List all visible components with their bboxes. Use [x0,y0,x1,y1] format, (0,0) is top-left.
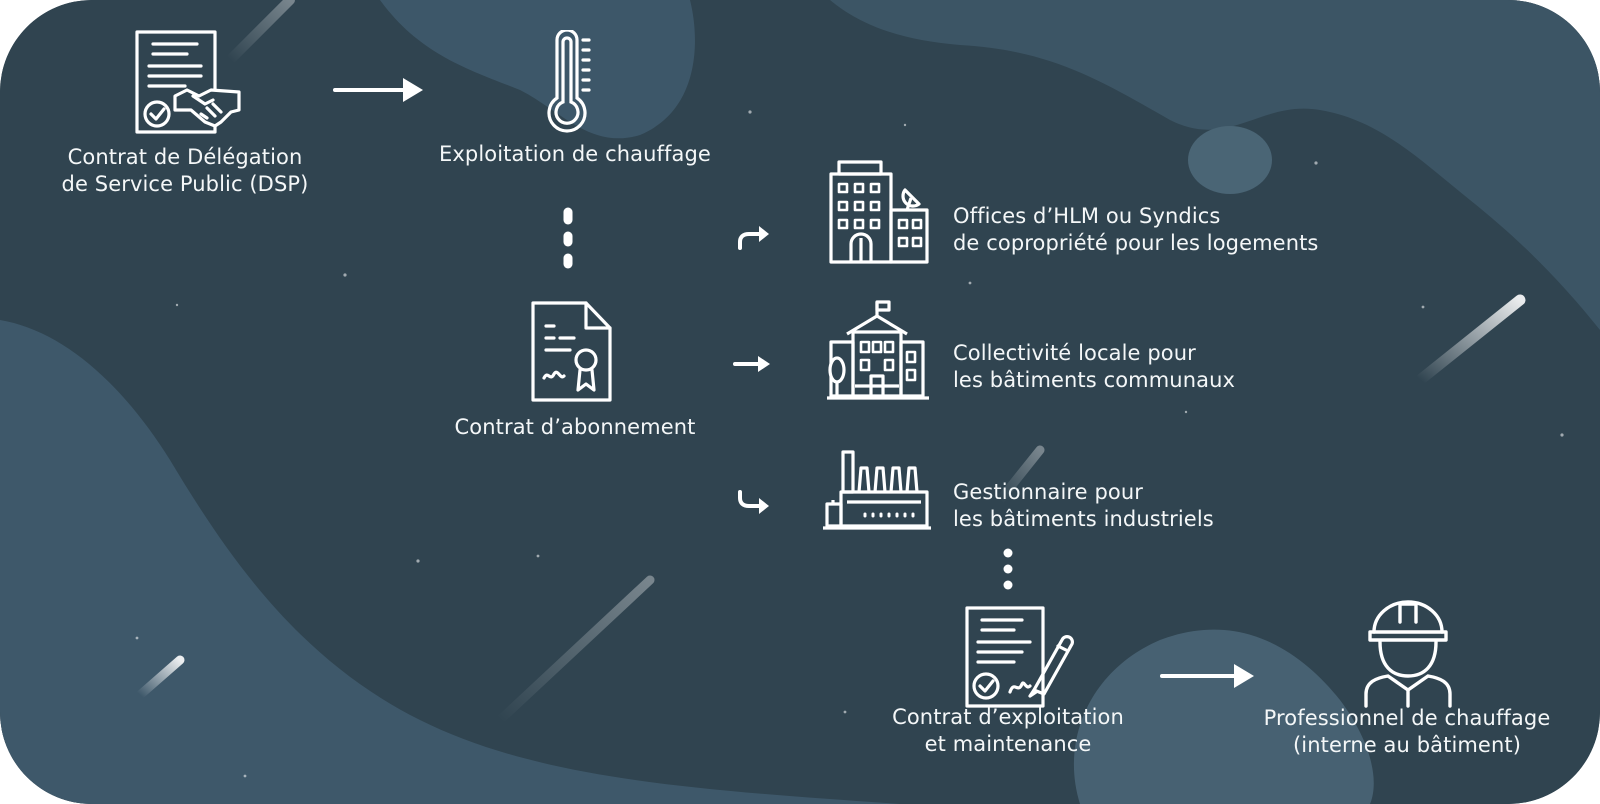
dsp-label-line1: Contrat de Délégation [67,145,303,169]
arrow-to-hlm [738,226,769,250]
hlm-label-line2: de copropriété pour les logements [953,231,1319,255]
industrial-label-line2: les bâtiments industriels [953,507,1214,531]
node-industrial-manager: Gestionnaire pour les bâtiments industri… [823,450,1323,540]
maintenance-label: Contrat d’exploitation et maintenance [870,704,1146,758]
node-hlm-offices: Offices d’HLM ou Syndics de copropriété … [825,160,1325,270]
certificate-document-icon [531,301,612,402]
dsp-label: Contrat de Délégation de Service Public … [40,144,330,198]
professional-label-line2: (interne au bâtiment) [1293,733,1521,757]
apartment-building-icon [829,160,929,264]
subscription-label: Contrat d’abonnement [430,414,720,441]
heating-label: Exploitation de chauffage [420,141,730,168]
maintenance-label-line1: Contrat d’exploitation [892,705,1124,729]
connector-industrial-to-maintenance [1003,548,1013,590]
professional-label-line1: Professionnel de chauffage [1263,706,1551,730]
town-hall-icon [827,300,929,400]
maintenance-label-line2: et maintenance [924,732,1092,756]
node-maintenance-contract: Contrat d’exploitation et maintenance [870,600,1146,770]
connector-heating-to-subscription [563,207,573,269]
arrow-to-industrial [738,490,769,514]
subscription-label-line1: Contrat d’abonnement [454,415,696,439]
arrow-to-local-authority [733,356,770,372]
dsp-label-line2: de Service Public (DSP) [61,172,309,196]
local-authority-label-line1: Collectivité locale pour [953,341,1196,365]
node-local-authority: Collectivité locale pour les bâtiments c… [825,300,1325,410]
hlm-label: Offices d’HLM ou Syndics de copropriété … [953,203,1318,257]
local-authority-label: Collectivité locale pour les bâtiments c… [953,340,1235,394]
signed-contract-icon [965,606,1074,708]
thermometer-icon [547,30,591,133]
arrow-dsp-to-heating [333,78,423,102]
local-authority-label-line2: les bâtiments communaux [953,368,1236,392]
industrial-label: Gestionnaire pour les bâtiments industri… [953,479,1214,533]
node-heating-professional: Professionnel de chauffage (interne au b… [1262,598,1552,768]
hlm-label-line1: Offices d’HLM ou Syndics [953,204,1221,228]
worker-helmet-icon [1364,600,1452,708]
contract-handshake-icon [135,30,241,134]
node-heating-operation: Exploitation de chauffage [420,30,730,170]
factory-icon [823,450,931,530]
heating-label-line1: Exploitation de chauffage [439,142,711,166]
professional-label: Professionnel de chauffage (interne au b… [1262,705,1552,759]
industrial-label-line1: Gestionnaire pour [953,480,1143,504]
node-subscription-contract: Contrat d’abonnement [430,300,720,450]
arrow-maintenance-to-professional [1160,664,1254,688]
node-dsp-contract: Contrat de Délégation de Service Public … [40,30,330,200]
